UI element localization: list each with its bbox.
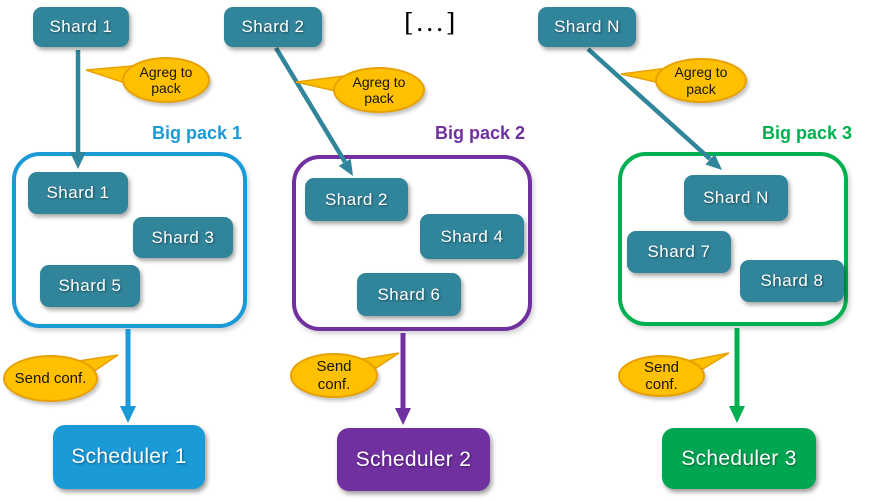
send-conf-callout-1-label: Send conf. (14, 369, 87, 387)
ellipsis-label: [...] (404, 8, 458, 37)
aggregate-callout-2-label: Agreg to pack (352, 73, 406, 106)
pack2-shard-b-label: Shard 4 (440, 226, 504, 246)
pack2-shard-c: Shard 6 (357, 273, 461, 316)
send-arrow-2 (395, 333, 411, 425)
send-conf-callout-2-label: Send conf. (316, 358, 352, 393)
source-shard-2: Shard 2 (224, 7, 322, 47)
pack1-shard-a: Shard 1 (28, 172, 128, 214)
aggregate-callout-3: Agreg to pack (655, 58, 747, 103)
aggregate-callout-1: Agreg to pack (122, 57, 210, 103)
send-conf-callout-3-label: Send conf. (643, 358, 680, 393)
scheduler-1-label: Scheduler 1 (71, 445, 187, 468)
pack1-shard-b: Shard 3 (133, 217, 233, 258)
scheduler-1-node: Scheduler 1 (53, 425, 205, 489)
send-conf-callout-3: Send conf. (618, 355, 705, 397)
pack1-shard-c-label: Shard 5 (58, 276, 122, 295)
pack1-shard-c: Shard 5 (40, 265, 140, 307)
scheduler-3-node: Scheduler 3 (662, 428, 816, 489)
source-shard-n-label: Shard N (554, 17, 620, 36)
pack2-shard-a: Shard 2 (305, 178, 408, 221)
source-shard-2-label: Shard 2 (241, 17, 305, 36)
pack3-shard-a-label: Shard N (703, 188, 769, 207)
pack3-shard-b-label: Shard 7 (647, 242, 711, 261)
send-conf-callout-2: Send conf. (290, 353, 378, 398)
send-arrow-1 (120, 329, 136, 423)
big-pack-3-title: Big pack 3 (761, 123, 853, 143)
pack3-shard-a: Shard N (684, 175, 788, 221)
pack3-shard-b: Shard 7 (627, 231, 731, 273)
aggregate-callout-3-label: Agreg to pack (674, 64, 728, 97)
pack1-shard-b-label: Shard 3 (151, 227, 215, 247)
scheduler-2-label: Scheduler 2 (355, 447, 472, 471)
scheduler-3-label: Scheduler 3 (681, 446, 797, 470)
pack2-shard-b: Shard 4 (420, 214, 524, 259)
aggregate-callout-1-label: Agreg to pack (139, 63, 193, 96)
pack1-shard-a-label: Shard 1 (46, 183, 110, 202)
send-arrow-3 (729, 328, 745, 423)
pack3-shard-c-label: Shard 8 (760, 271, 824, 290)
big-pack-1-title: Big pack 1 (151, 123, 243, 143)
pack2-shard-c-label: Shard 6 (377, 284, 441, 304)
source-shard-n: Shard N (538, 7, 636, 47)
aggregate-callout-2: Agreg to pack (333, 67, 425, 113)
big-pack-2-title: Big pack 2 (434, 123, 526, 143)
pack3-shard-c: Shard 8 (740, 260, 844, 302)
scheduler-2-node: Scheduler 2 (337, 428, 490, 491)
source-shard-1-label: Shard 1 (49, 17, 113, 36)
send-conf-callout-1: Send conf. (3, 355, 98, 402)
source-shard-1: Shard 1 (33, 7, 129, 47)
pack2-shard-a-label: Shard 2 (324, 189, 389, 209)
